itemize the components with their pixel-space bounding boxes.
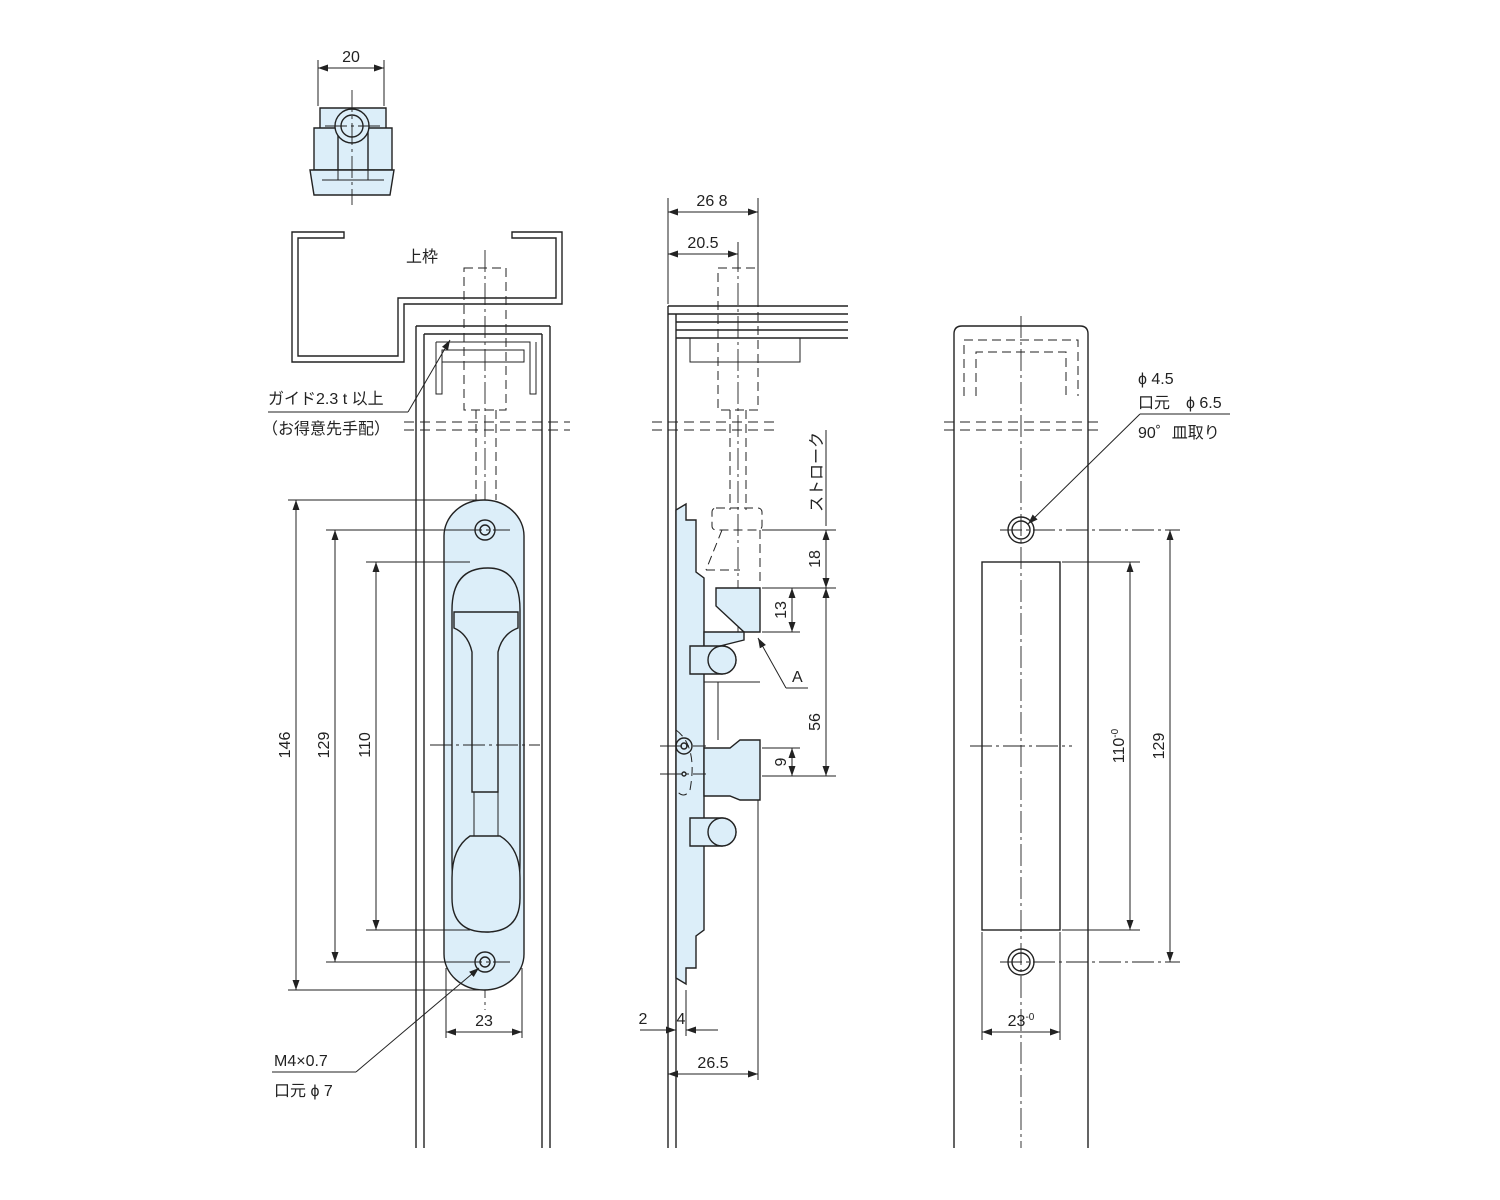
dim-right-23-tolerance: -0 xyxy=(1025,1012,1034,1023)
dim-right-23-value: 23 xyxy=(1008,1013,1026,1030)
lever-grip xyxy=(451,835,521,933)
side-plate-profile xyxy=(675,502,705,986)
dim-right-110-value: 110 xyxy=(1111,738,1128,764)
dim-side-2: 2 xyxy=(639,1011,648,1028)
cutout-view: ϕ 4.5 口元 ϕ 6.5 90゜皿取り 110-0 129 23-0 xyxy=(944,316,1230,1148)
front-view: 上枠 ガイド2.3 t 以上 （お得意先手配） xyxy=(262,231,570,1148)
top-view-left-ear xyxy=(313,127,339,171)
label-stroke: ストローク xyxy=(808,432,826,512)
dim-front-146: 146 xyxy=(277,732,294,759)
dim-right-23: 23-0 xyxy=(1008,1012,1035,1030)
top-view: 20 xyxy=(309,49,395,205)
side-view: 26 8 20.5 ストローク 18 13 56 9 A 2 4 xyxy=(639,193,848,1148)
dim-front-129: 129 xyxy=(316,732,333,759)
dim-side-56: 56 xyxy=(807,713,824,731)
dim-right-110: 110-0 xyxy=(1110,728,1128,763)
dim-right-129: 129 xyxy=(1151,733,1168,760)
dim-front-23: 23 xyxy=(475,1013,493,1030)
dim-side-13: 13 xyxy=(773,601,790,619)
label-guide-line1: ガイド2.3 t 以上 xyxy=(268,390,384,408)
label-hole-line2: 口元 ϕ 6.5 xyxy=(1138,395,1222,412)
dim-side-4: 4 xyxy=(677,1011,686,1028)
dim-side-18: 18 xyxy=(807,550,824,568)
label-hole-line3: 90゜皿取り xyxy=(1138,424,1220,442)
dim-side-26-8: 26 8 xyxy=(696,193,727,210)
label-screw-line2: 口元 ϕ 7 xyxy=(274,1083,333,1100)
dim-right-110-tolerance: -0 xyxy=(1110,728,1121,737)
dim-side-9: 9 xyxy=(773,757,790,766)
side-bolt-head xyxy=(715,587,761,633)
side-bolt-lower xyxy=(703,739,761,801)
upper-frame-channel xyxy=(291,231,563,363)
top-view-right-ear xyxy=(367,127,393,171)
dim-top-width: 20 xyxy=(342,49,360,66)
label-hole-line1: ϕ 4.5 xyxy=(1138,371,1174,388)
label-point-a: A xyxy=(792,669,803,686)
label-guide-line2: （お得意先手配） xyxy=(262,419,390,438)
dim-side-20-5: 20.5 xyxy=(687,235,718,252)
label-screw-line1: M4×0.7 xyxy=(274,1053,328,1070)
label-upper-frame: 上枠 xyxy=(406,248,438,266)
dim-side-26-5: 26.5 xyxy=(697,1055,728,1072)
dim-front-110: 110 xyxy=(357,732,374,758)
